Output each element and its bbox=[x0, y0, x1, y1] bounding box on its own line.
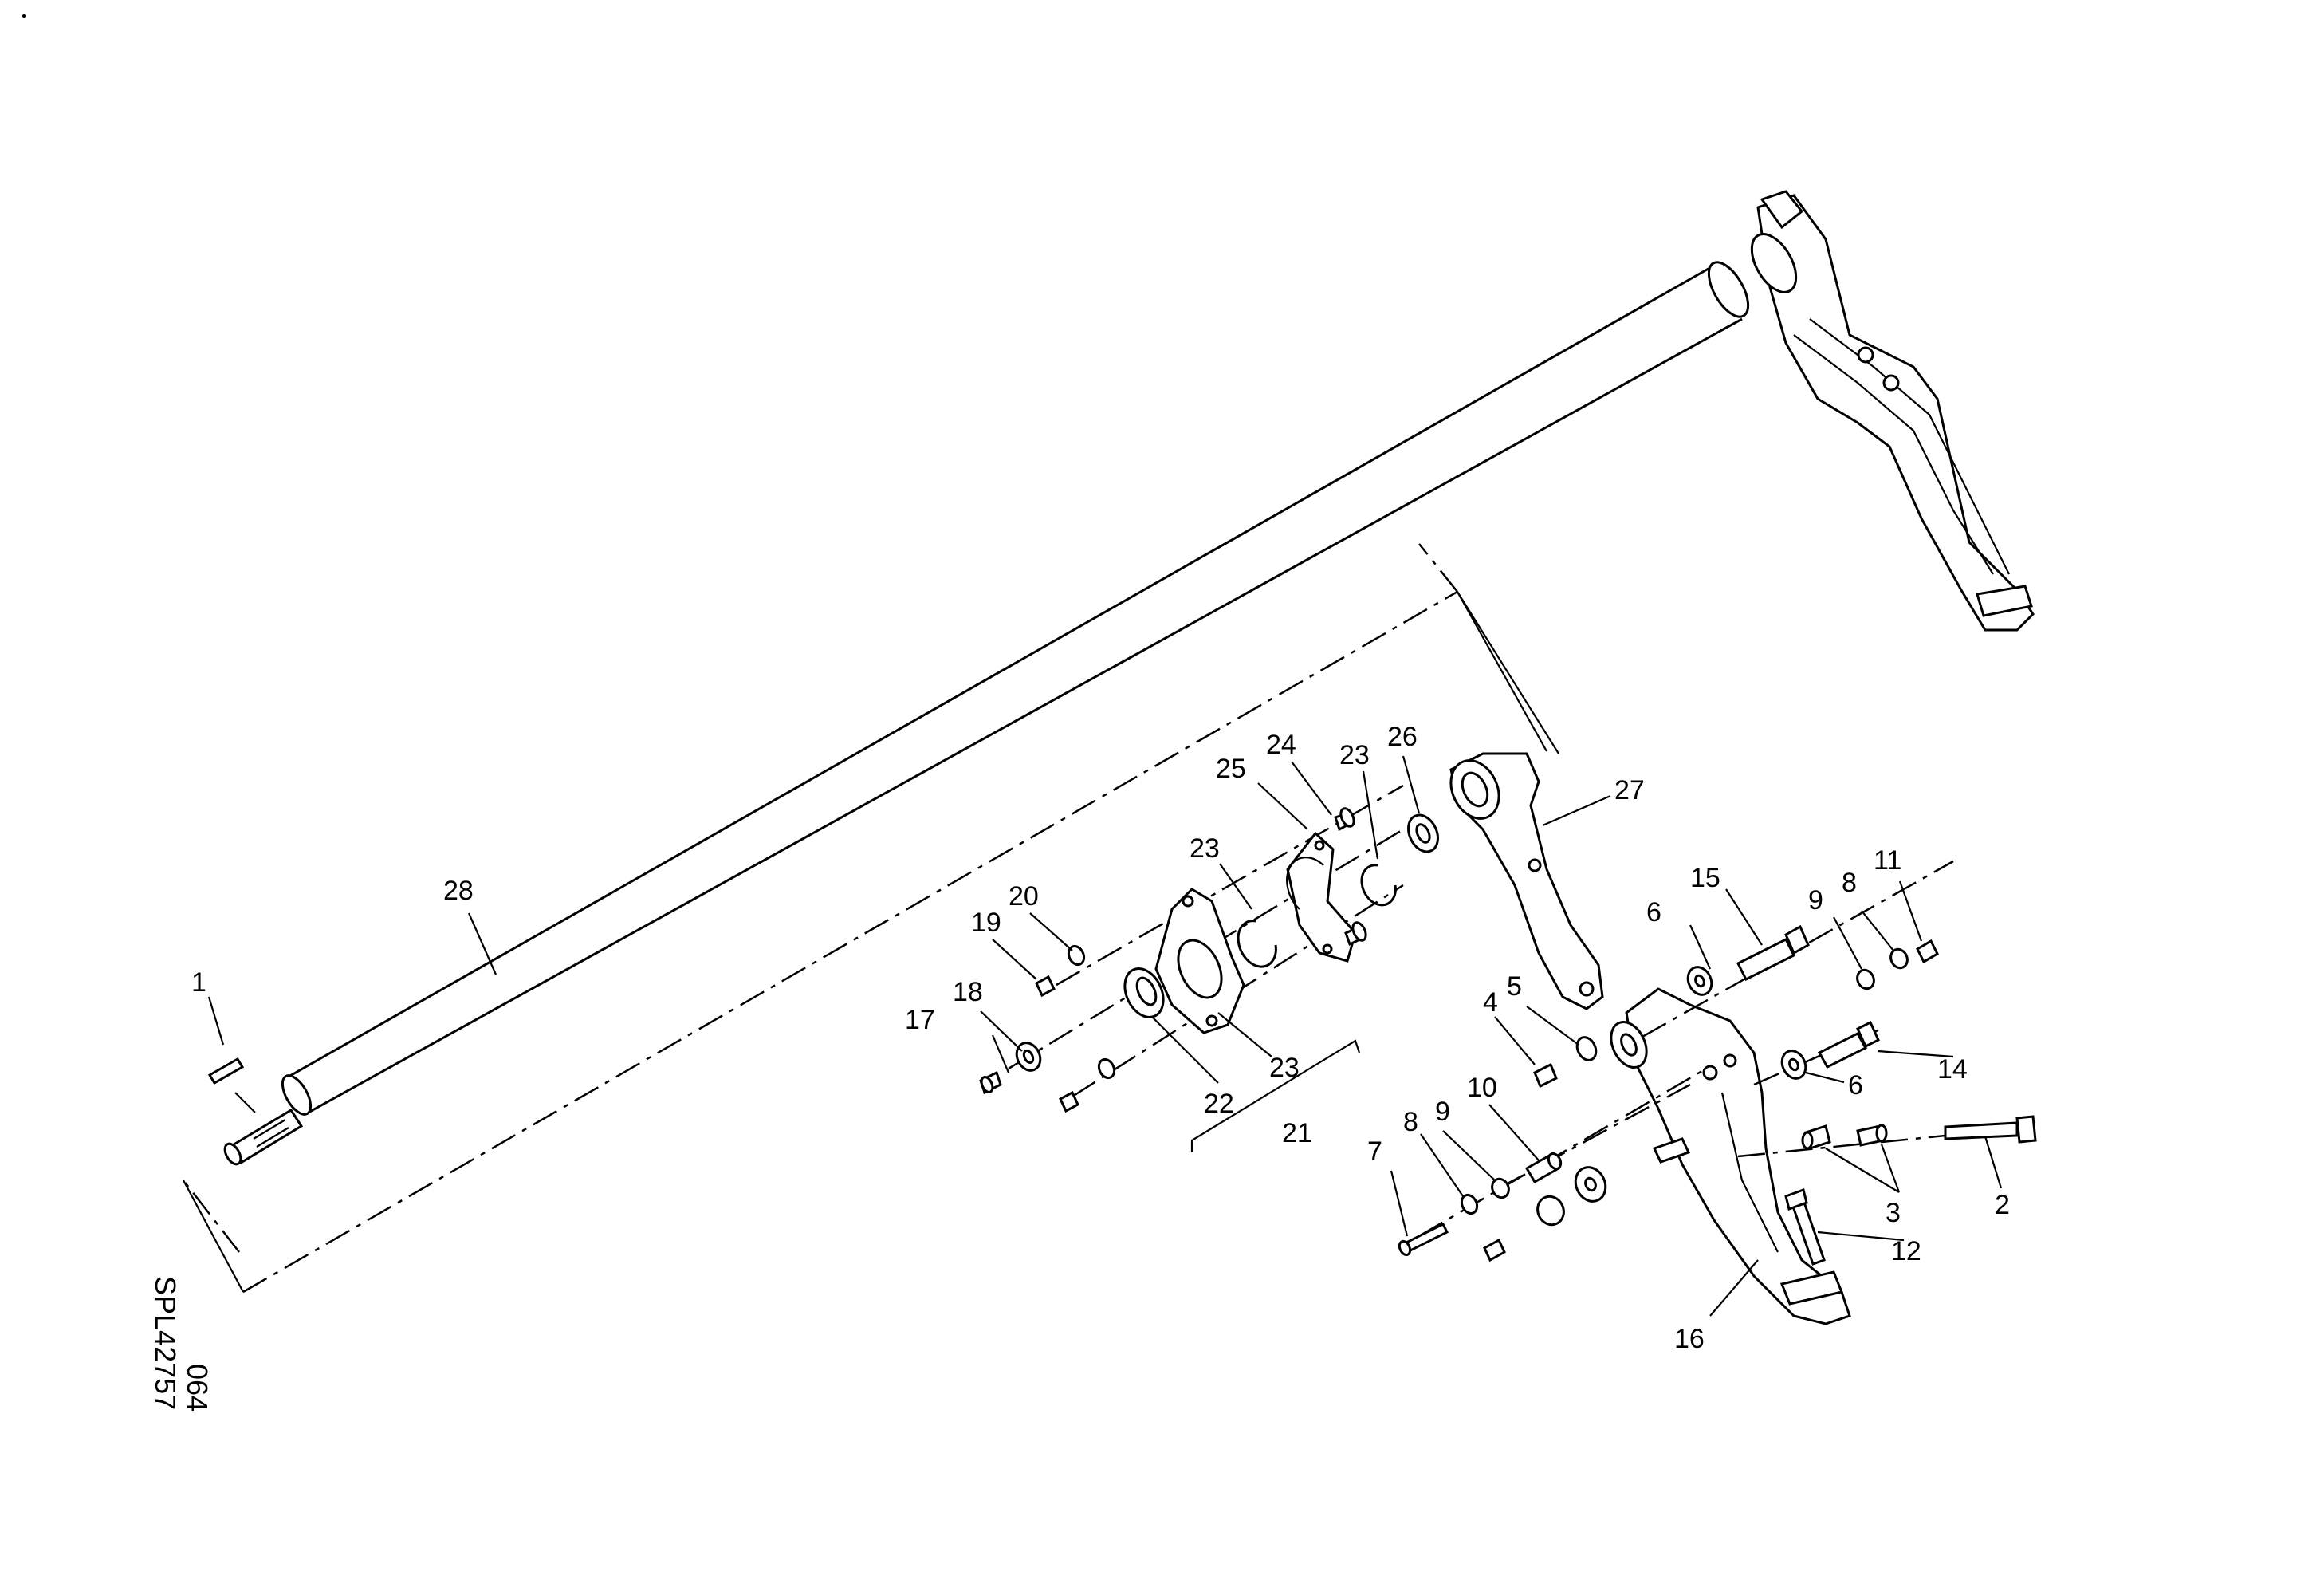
callout-23-right: 23 bbox=[1339, 740, 1370, 770]
callout-1: 1 bbox=[191, 967, 206, 998]
callout-20: 21 bbox=[1282, 1118, 1312, 1148]
callout-6-lower: 6 bbox=[1848, 1070, 1863, 1101]
callout-21: 22 bbox=[1204, 1089, 1234, 1119]
drawing-code: SPL42757 064 bbox=[149, 1276, 214, 1412]
bearing-assembly bbox=[979, 784, 1439, 1152]
callout-8-upper: 8 bbox=[1842, 868, 1857, 898]
registration-mark bbox=[22, 14, 26, 18]
callout-26: 26 bbox=[1387, 722, 1418, 752]
assembly-bracket bbox=[183, 543, 1559, 1294]
callout-3: 3 bbox=[1886, 1198, 1901, 1228]
callout-24: 24 bbox=[1266, 730, 1296, 760]
drawing-number: SPL42757 bbox=[149, 1276, 182, 1410]
callout-8-lower: 8 bbox=[1403, 1107, 1418, 1137]
arm-part-15 bbox=[1398, 860, 2037, 1325]
drawing-revision: 064 bbox=[181, 1364, 214, 1412]
callout-7: 7 bbox=[1367, 1136, 1382, 1167]
callout-13: 14 bbox=[1937, 1054, 1968, 1085]
callout-23-left: 23 bbox=[1190, 833, 1220, 864]
callout-28: 28 bbox=[443, 876, 474, 906]
callout-12: 12 bbox=[1891, 1236, 1921, 1266]
callout-9-lower: 9 bbox=[1435, 1097, 1450, 1127]
callout-22: 23 bbox=[1269, 1053, 1300, 1083]
callout-19: 20 bbox=[1009, 881, 1039, 912]
callout-9-upper: 9 bbox=[1808, 885, 1823, 916]
callout-25: 25 bbox=[1216, 754, 1246, 784]
lever-part-27 bbox=[1449, 752, 1604, 1010]
callout-5: 5 bbox=[1507, 971, 1522, 1002]
callout-4: 4 bbox=[1483, 987, 1498, 1018]
callout-18: 19 bbox=[971, 908, 1001, 938]
callout-6-upper: 6 bbox=[1646, 897, 1661, 927]
pin-part-1 bbox=[207, 1057, 245, 1085]
callout-17: 18 bbox=[953, 977, 983, 1007]
leader-lines bbox=[207, 755, 2003, 1317]
callout-11: 11 bbox=[1874, 845, 1901, 876]
callout-16: 17 bbox=[905, 1005, 935, 1035]
callout-10: 10 bbox=[1467, 1073, 1497, 1103]
callout-27: 27 bbox=[1614, 775, 1645, 805]
callout-labels: 1 28 17 18 19 20 22 23 21 23 25 24 23 26… bbox=[191, 722, 2010, 1354]
shaft-part-28 bbox=[207, 190, 2035, 1166]
callout-2: 2 bbox=[1995, 1190, 2010, 1220]
callout-15: 16 bbox=[1674, 1324, 1705, 1354]
callout-14: 15 bbox=[1690, 863, 1720, 893]
